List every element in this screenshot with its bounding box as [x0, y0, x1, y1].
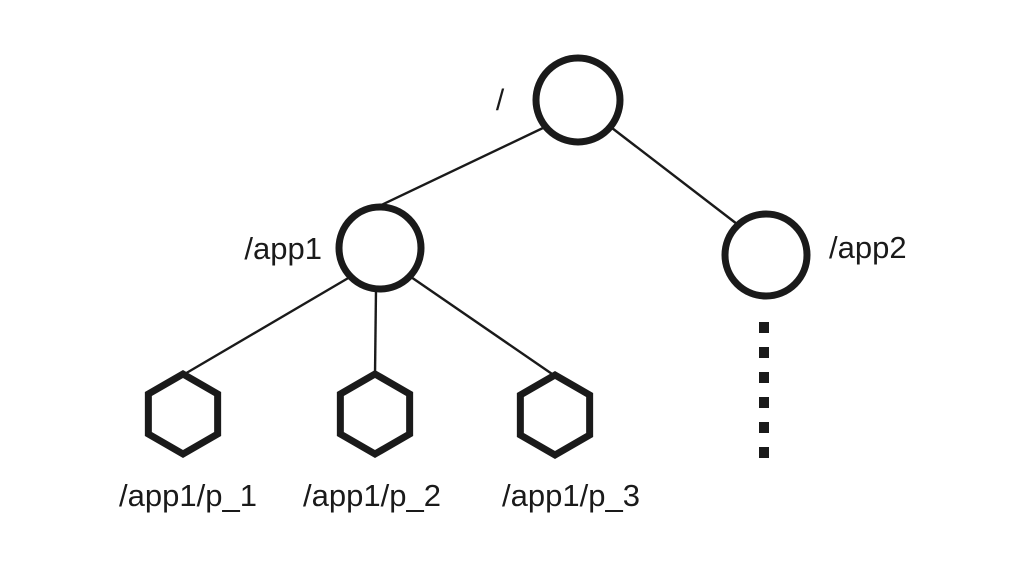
edge-layer — [182, 125, 769, 466]
node-root-circle[interactable] — [532, 54, 624, 146]
label-root: / — [496, 84, 505, 117]
node-p2-hexagon[interactable] — [336, 369, 414, 459]
edge-app1-p3 — [410, 276, 556, 377]
label-app2: /app2 — [829, 230, 907, 265]
node-layer — [144, 54, 811, 460]
node-app1-circle[interactable] — [335, 203, 425, 293]
node-p1-hexagon[interactable] — [144, 369, 222, 459]
label-layer: / /app1 /app2 /app1/p_1 /app1/p_2 /app1/… — [119, 84, 907, 513]
label-p2: /app1/p_2 — [303, 478, 441, 513]
edge-app1-p1 — [182, 275, 351, 377]
edge-app1-p2 — [373, 288, 378, 376]
edge-root-app2 — [611, 127, 738, 225]
node-p3-hexagon[interactable] — [516, 370, 594, 460]
label-p3: /app1/p_3 — [502, 478, 640, 513]
label-app1: /app1 — [244, 231, 322, 266]
node-app2-circle[interactable] — [721, 210, 811, 300]
label-p1: /app1/p_1 — [119, 478, 257, 513]
